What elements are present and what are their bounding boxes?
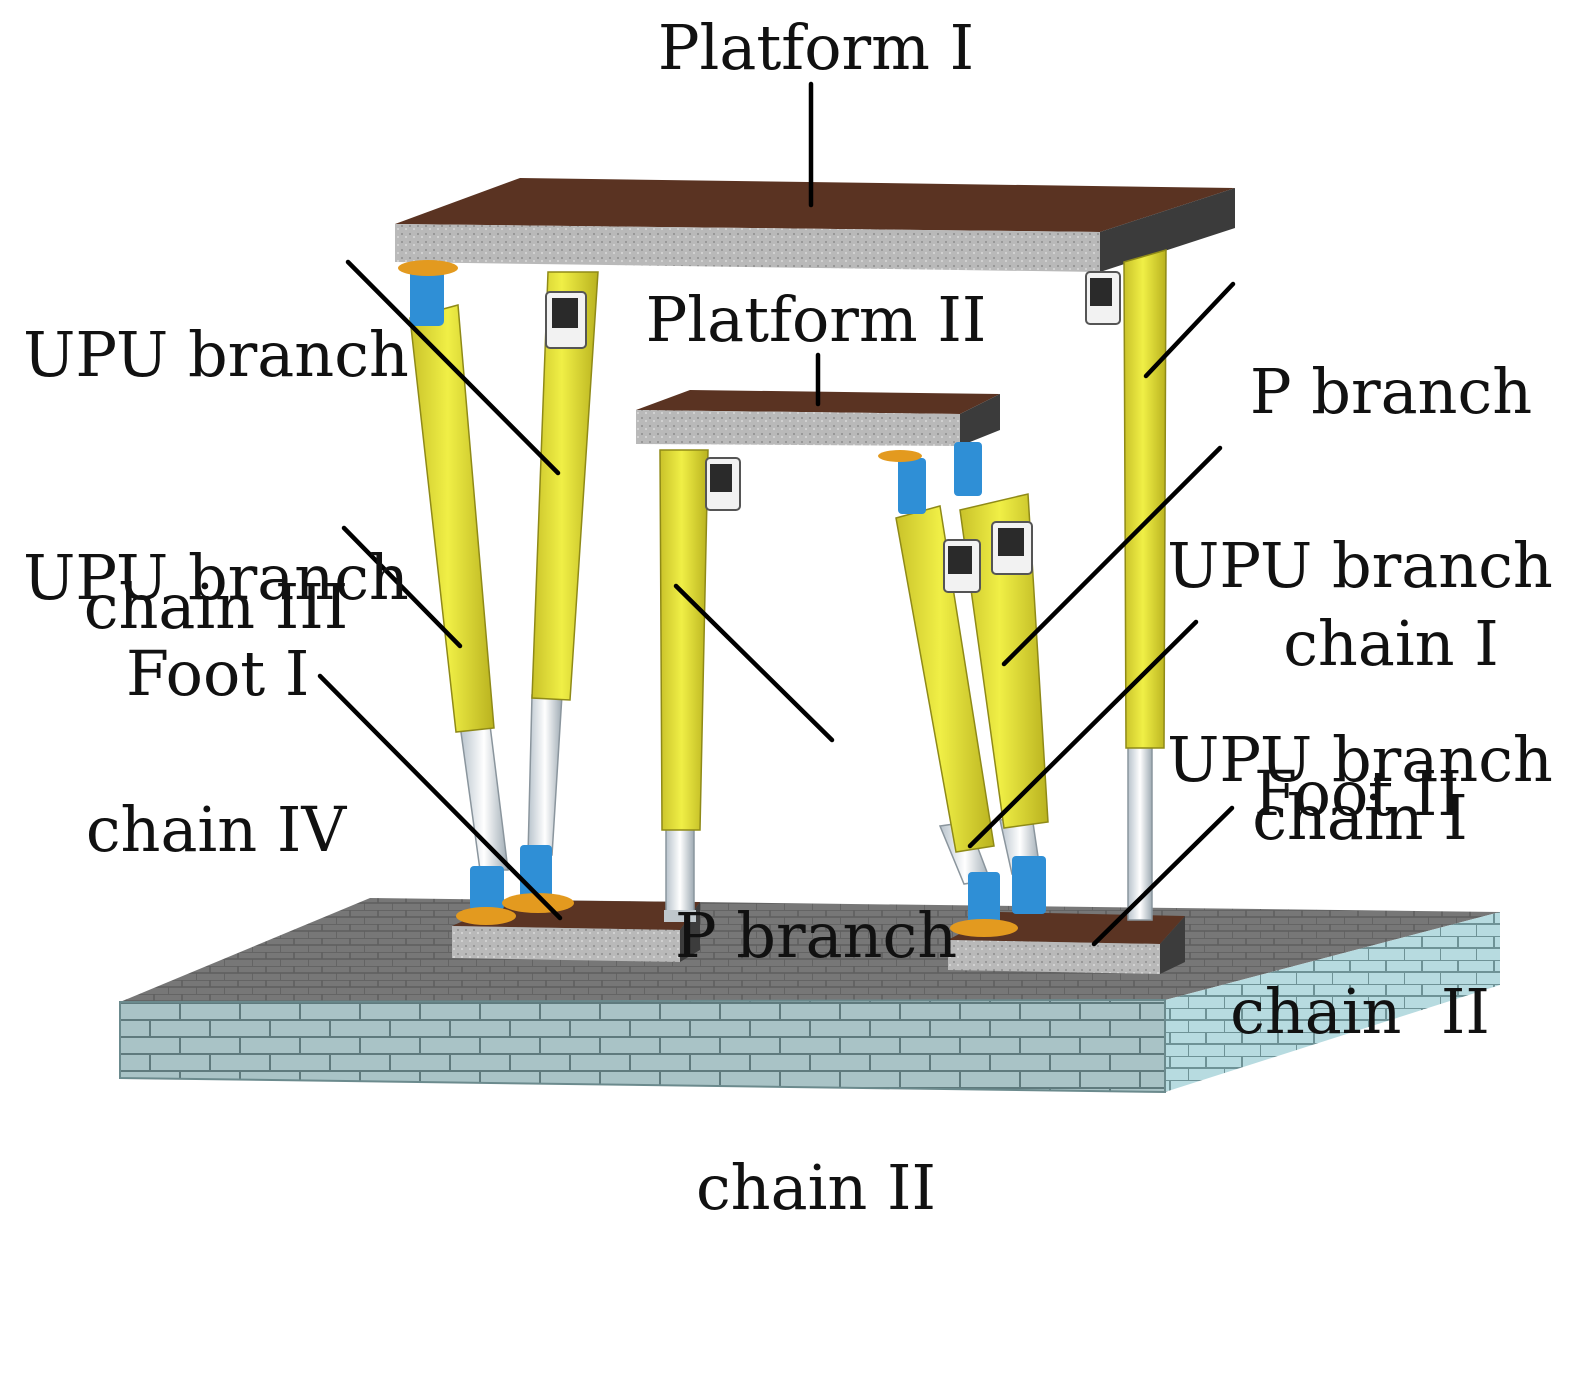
label-foot-2: Foot II	[1254, 757, 1462, 830]
label-p-chain-2-line2: chain II	[695, 1151, 937, 1224]
label-upu-chain-1-line1: UPU branch	[1167, 529, 1553, 602]
robot-scene	[119, 81, 1500, 1094]
leader-upu-chain-1	[1001, 445, 1223, 667]
leader-foot-1	[317, 673, 563, 921]
leader-p-chain-2	[673, 583, 835, 743]
label-upu-chain-1: UPU branch chain I	[1150, 356, 1570, 1028]
leader-upu-chain-4	[341, 525, 463, 649]
label-upu-chain-1-line2: chain I	[1252, 781, 1468, 854]
leader-p-chain-1	[1143, 281, 1236, 379]
label-p-chain-1-line2: chain I	[1283, 607, 1499, 680]
label-upu-chain-2: UPU branch chain II	[1150, 550, 1570, 1222]
platform-1-shape	[395, 178, 1235, 272]
leader-foot-2	[1091, 805, 1235, 947]
label-upu-chain-4-line2: chain IV	[85, 793, 347, 866]
label-p-chain-1: P branch chain I	[1236, 182, 1546, 854]
label-platform-1: Platform I	[657, 11, 975, 84]
label-upu-chain-2-line1: UPU branch	[1167, 723, 1553, 796]
leader-lines	[317, 81, 1236, 947]
lower-rods	[459, 694, 1153, 921]
label-upu-chain-4-line1: UPU branch	[23, 541, 409, 614]
label-p-chain-1-line1: P branch	[1249, 355, 1533, 428]
upper-joints	[398, 260, 982, 514]
label-p-chain-2: P branch chain II	[656, 726, 976, 1398]
leader-upu-chain-2	[967, 619, 1199, 849]
label-upu-chain-3-line1: UPU branch	[23, 318, 409, 391]
label-upu-chain-2-line2: chain II	[1230, 975, 1490, 1048]
leader-upu-chain-3	[345, 259, 561, 476]
label-upu-chain-4: UPU branch chain IV	[6, 368, 426, 1040]
lower-joints	[456, 845, 1046, 937]
label-upu-chain-3-line2: chain III	[83, 570, 349, 643]
label-upu-chain-3: UPU branch chain III	[6, 145, 426, 817]
diagram: Platform I UPU branch chain III Platform…	[6, 11, 1570, 1224]
motor-faces	[552, 278, 1112, 574]
foot-2-block	[948, 912, 1185, 974]
actuators	[409, 249, 1167, 853]
label-platform-2: Platform II	[645, 283, 987, 356]
label-foot-1: Foot I	[126, 637, 310, 710]
label-p-chain-2-line1: P branch	[674, 899, 958, 972]
